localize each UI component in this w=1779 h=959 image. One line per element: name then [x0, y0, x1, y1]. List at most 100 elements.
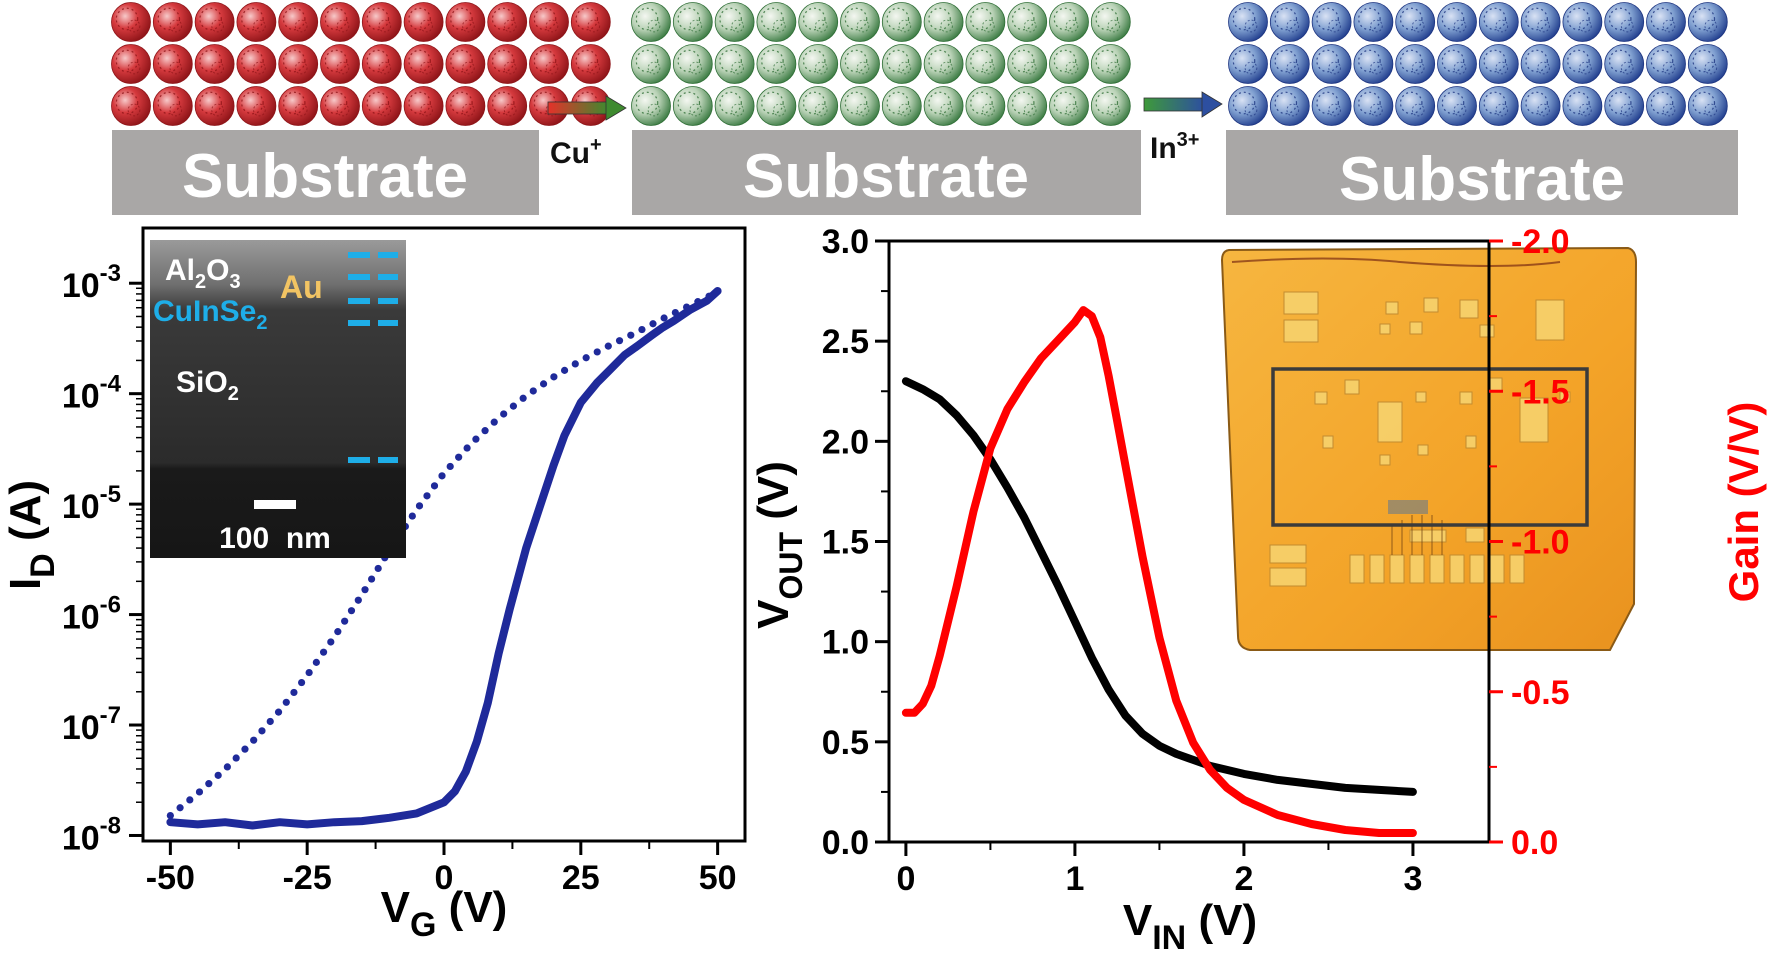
nanocrystal-red-sphere — [445, 86, 486, 126]
chart1-dotted-series-point — [615, 337, 624, 345]
nanocrystal-film-stage2 — [631, 2, 1131, 126]
chart1-y-tick-label: 10-8 — [62, 812, 121, 857]
nanocrystal-green-sphere — [923, 2, 964, 42]
nanocrystal-green-sphere — [714, 2, 755, 42]
nanocrystal-red-sphere — [445, 2, 486, 42]
chart1-dotted-series-point — [438, 472, 446, 480]
nanocrystal-green-sphere — [881, 44, 922, 84]
chart2-vout-curve — [901, 377, 1417, 796]
nanocrystal-green-sphere — [1049, 44, 1089, 84]
chart1-y-tick-label: 10-5 — [62, 481, 121, 526]
substrate-block-1 — [112, 130, 539, 215]
nanocrystal-blue-sphere — [1395, 2, 1436, 42]
nanocrystal-blue-sphere — [1311, 44, 1352, 84]
chart1-dotted-series-point — [560, 366, 569, 374]
chart2-x-tick-label: 3 — [1403, 860, 1422, 898]
nanocrystal-blue-sphere — [1437, 44, 1477, 84]
nanocrystal-blue-sphere — [1269, 44, 1310, 84]
chart2-y-axis-label: VOUT (V) — [749, 461, 809, 629]
chart1-y-tick-label: 10-3 — [62, 260, 121, 305]
device-chip-photo — [1220, 246, 1638, 651]
nanocrystal-blue-sphere — [1520, 2, 1561, 42]
chart2-gain-curve — [901, 306, 1417, 837]
nanocrystal-green-sphere — [631, 44, 671, 84]
nanocrystal-red-sphere — [111, 44, 151, 84]
nanocrystal-green-sphere — [1007, 86, 1048, 126]
chart1-dotted-series-point — [195, 788, 204, 796]
sem-cross-section-inset: Al2O3 Au CuInSe2 SiO2 100 nm — [150, 240, 406, 558]
sem-scale-bar — [254, 500, 296, 509]
nanocrystal-blue-sphere — [1687, 86, 1728, 126]
chart1-dotted-series-point — [671, 308, 679, 317]
nanocrystal-blue-sphere — [1353, 44, 1394, 84]
chart2-x-tick-label: 2 — [1234, 860, 1253, 898]
nanocrystal-red-sphere — [529, 2, 569, 42]
nanocrystal-green-sphere — [756, 2, 797, 42]
nanocrystal-green-sphere — [798, 2, 839, 42]
nanocrystal-blue-sphere — [1478, 86, 1519, 126]
chart1-dotted-series-point — [660, 314, 668, 322]
chart2-y2-tick-label: -2.0 — [1511, 223, 1570, 261]
chart1-dotted-series-point — [250, 736, 258, 744]
chart2-x-tick-label: 0 — [896, 860, 915, 898]
chart1-dotted-series-point — [682, 303, 691, 311]
nanocrystal-blue-sphere — [1646, 2, 1686, 42]
chart1-y-ticks: 10-810-710-610-510-410-3 — [62, 260, 143, 857]
chart1-y-tick-label: 10-7 — [62, 702, 121, 747]
chart1-dotted-series-point — [241, 745, 249, 753]
nanocrystal-blue-sphere — [1269, 2, 1310, 42]
nanocrystal-red-sphere — [152, 44, 193, 84]
nanocrystal-red-sphere — [236, 86, 277, 126]
chart1-dotted-series-point — [472, 435, 480, 443]
substrate-label-3: Substrate — [1339, 145, 1625, 214]
substrate-label-1: Substrate — [182, 142, 468, 211]
chart1-dotted-series-point — [550, 373, 558, 381]
nanocrystal-red-sphere — [152, 2, 193, 42]
nanocrystal-red-sphere — [194, 44, 235, 84]
nanocrystal-blue-sphere — [1269, 86, 1310, 126]
in-ion-label: In3+ — [1150, 129, 1199, 165]
chart1-dotted-series-point — [509, 402, 518, 410]
nanocrystal-green-sphere — [965, 44, 1006, 84]
nanocrystal-green-sphere — [1049, 2, 1089, 42]
nanocrystal-blue-sphere — [1646, 86, 1686, 126]
nanocrystal-film-stage3 — [1228, 2, 1728, 126]
nanocrystal-green-sphere — [840, 2, 880, 42]
nanocrystal-red-sphere — [403, 44, 444, 84]
chart2-y-tick-label: 2.0 — [822, 423, 869, 461]
nanocrystal-green-sphere — [923, 44, 964, 84]
chart1-x-tick-label: 0 — [435, 859, 454, 897]
nanocrystal-green-sphere — [631, 2, 671, 42]
nanocrystal-green-sphere — [1007, 2, 1048, 42]
nanocrystal-red-sphere — [445, 44, 486, 84]
chart1-dotted-series-point — [649, 320, 657, 328]
chart1-dotted-series-point — [408, 512, 416, 520]
nanocrystal-red-sphere — [570, 2, 611, 42]
chart2-y-ticks: 0.00.51.01.52.02.53.0 — [822, 223, 889, 862]
sem-label-cuinse2: CuInSe2 — [153, 295, 267, 334]
arrow-cu-exchange — [547, 95, 627, 121]
nanocrystal-red-sphere — [570, 44, 611, 84]
chart1-dotted-series-point — [519, 394, 527, 402]
nanocrystal-blue-sphere — [1687, 2, 1728, 42]
nanocrystal-green-sphere — [756, 86, 797, 126]
nanocrystal-red-sphere — [361, 2, 402, 42]
nanocrystal-green-sphere — [714, 86, 755, 126]
chart1-y-tick-label: 10-6 — [62, 592, 121, 637]
substrate-block-3 — [1226, 130, 1738, 215]
nanocrystal-red-sphere — [236, 44, 277, 84]
chart2-y-tick-label: 0.0 — [822, 824, 869, 862]
nanocrystal-red-sphere — [487, 2, 528, 42]
arrow-in-exchange — [1143, 91, 1223, 118]
sem-label-sio2: SiO2 — [176, 366, 239, 405]
chart1-dotted-series-point — [500, 410, 508, 418]
nanocrystal-blue-sphere — [1395, 44, 1436, 84]
nanocrystal-red-sphere — [111, 2, 151, 42]
nanocrystal-red-sphere — [487, 86, 528, 126]
nanocrystal-blue-sphere — [1687, 44, 1728, 84]
chart1-dotted-series-point — [423, 492, 431, 500]
chart1-y-axis-label: ID (A) — [1, 480, 62, 590]
sem-image — [150, 240, 406, 558]
